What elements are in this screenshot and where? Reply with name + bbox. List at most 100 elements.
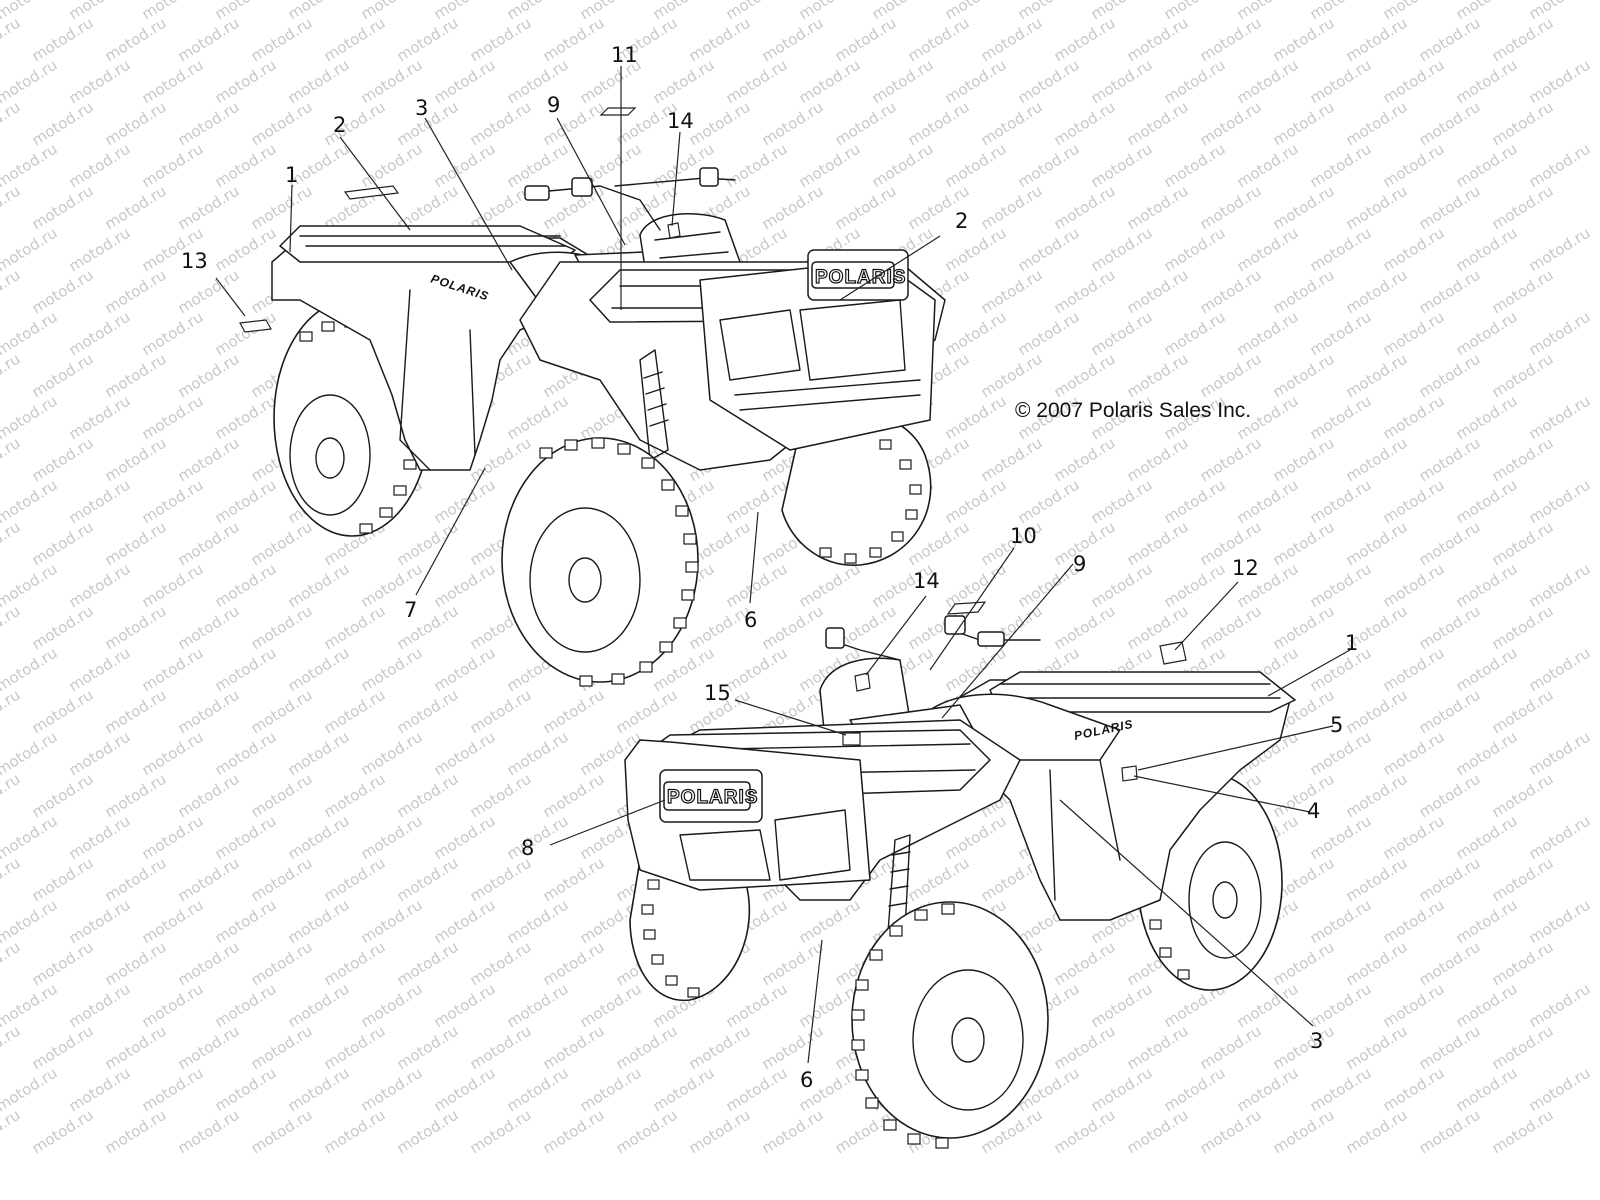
watermark-text: motod.ru (212, 560, 280, 612)
watermark-text: motod.ru (0, 434, 23, 486)
watermark-text: motod.ru (467, 938, 535, 990)
watermark-text: motod.ru (1051, 938, 1119, 990)
watermark-text: motod.ru (613, 1106, 681, 1158)
watermark-text: motod.ru (832, 14, 900, 66)
watermark-text: motod.ru (1124, 518, 1192, 570)
watermark-text: motod.ru (1015, 308, 1083, 360)
watermark-text: motod.ru (1270, 602, 1338, 654)
watermark-text: motod.ru (1307, 476, 1375, 528)
watermark-text: motod.ru (102, 602, 170, 654)
watermark-text: motod.ru (1380, 224, 1448, 276)
watermark-text: motod.ru (796, 140, 864, 192)
watermark-text: motod.ru (1234, 980, 1302, 1032)
watermark-text: motod.ru (212, 980, 280, 1032)
watermark-text: motod.ru (796, 896, 864, 948)
watermark-text: motod.ru (1526, 476, 1594, 528)
watermark-text: motod.ru (358, 896, 426, 948)
watermark-text: motod.ru (1416, 938, 1484, 990)
watermark-text: motod.ru (1416, 1106, 1484, 1158)
watermark-text: motod.ru (139, 644, 207, 696)
callout-1-top: 1 (285, 163, 298, 187)
watermark-text: motod.ru (723, 560, 791, 612)
watermark-text: motod.ru (175, 518, 243, 570)
watermark-text: motod.ru (1453, 560, 1521, 612)
watermark-text: motod.ru (431, 476, 499, 528)
watermark-text: motod.ru (285, 812, 353, 864)
watermark-text: motod.ru (285, 56, 353, 108)
watermark-text: motod.ru (942, 308, 1010, 360)
watermark-text: motod.ru (1270, 14, 1338, 66)
watermark-text: motod.ru (1416, 1022, 1484, 1074)
watermark-text: motod.ru (1416, 854, 1484, 906)
watermark-text: motod.ru (1343, 686, 1411, 738)
watermark-text: motod.ru (102, 266, 170, 318)
watermark-text: motod.ru (1234, 140, 1302, 192)
callout-8: 8 (521, 836, 534, 860)
watermark-text: motod.ru (358, 728, 426, 780)
watermark-text: motod.ru (394, 14, 462, 66)
watermark-text: motod.ru (29, 14, 97, 66)
watermark-text: motod.ru (0, 518, 23, 570)
watermark-text: motod.ru (29, 98, 97, 150)
watermark-text: motod.ru (759, 1106, 827, 1158)
watermark-text: motod.ru (1124, 182, 1192, 234)
watermark-text: motod.ru (1051, 182, 1119, 234)
watermark-text: motod.ru (1489, 602, 1557, 654)
atv-top-shock (639, 349, 669, 461)
watermark-text: motod.ru (1307, 980, 1375, 1032)
watermark-text: motod.ru (1270, 182, 1338, 234)
watermark-text: motod.ru (1453, 56, 1521, 108)
watermark-text: motod.ru (577, 1064, 645, 1116)
callout-2-top-right: 2 (955, 209, 968, 233)
watermark-text: motod.ru (394, 938, 462, 990)
callout-10: 10 (1010, 524, 1037, 548)
watermark-text: motod.ru (504, 392, 572, 444)
watermark-text: motod.ru (175, 1022, 243, 1074)
watermark-text: motod.ru (1270, 518, 1338, 570)
watermark-text: motod.ru (686, 1106, 754, 1158)
watermark-text: motod.ru (978, 182, 1046, 234)
watermark-text: motod.ru (248, 854, 316, 906)
watermark-text: motod.ru (1051, 266, 1119, 318)
watermark-text: motod.ru (1380, 728, 1448, 780)
watermark-text: motod.ru (1234, 1064, 1302, 1116)
watermark-text: motod.ru (1234, 308, 1302, 360)
watermark-text: motod.ru (66, 140, 134, 192)
decal-2-top-marker (343, 185, 400, 200)
watermark-text: motod.ru (540, 938, 608, 990)
watermark-text: motod.ru (66, 224, 134, 276)
watermark-text: motod.ru (212, 1064, 280, 1116)
watermark-text: motod.ru (1380, 56, 1448, 108)
watermark-text: motod.ru (1270, 266, 1338, 318)
watermark-text: motod.ru (1453, 728, 1521, 780)
watermark-text: motod.ru (1234, 476, 1302, 528)
watermark-text: motod.ru (978, 434, 1046, 486)
watermark-text: motod.ru (285, 1064, 353, 1116)
watermark-text: motod.ru (1489, 770, 1557, 822)
decal-13-marker (239, 319, 272, 333)
watermark-text: motod.ru (1380, 1064, 1448, 1116)
watermark-text: motod.ru (978, 266, 1046, 318)
watermark-text: motod.ru (978, 98, 1046, 150)
watermark-text: motod.ru (212, 392, 280, 444)
watermark-text: motod.ru (1124, 350, 1192, 402)
watermark-text: motod.ru (759, 14, 827, 66)
watermark-text: motod.ru (285, 644, 353, 696)
callout-13: 13 (181, 249, 208, 273)
watermark-text: motod.ru (321, 686, 389, 738)
watermark-text: motod.ru (212, 476, 280, 528)
watermark-text: motod.ru (102, 518, 170, 570)
watermark-text: motod.ru (1526, 392, 1594, 444)
watermark-text: motod.ru (1307, 140, 1375, 192)
watermark-text: motod.ru (1343, 350, 1411, 402)
watermark-text: motod.ru (66, 812, 134, 864)
watermark-text: motod.ru (1197, 434, 1265, 486)
watermark-text: motod.ru (285, 896, 353, 948)
watermark-text: motod.ru (139, 308, 207, 360)
watermark-text: motod.ru (467, 1106, 535, 1158)
watermark-text: motod.ru (1197, 182, 1265, 234)
watermark-text: motod.ru (1343, 1022, 1411, 1074)
watermark-text: motod.ru (358, 1064, 426, 1116)
watermark-text: motod.ru (29, 266, 97, 318)
watermark-layer: motod.ru motod.ru motod.ru motod.ru motod.ru… (0, 0, 1593, 1157)
